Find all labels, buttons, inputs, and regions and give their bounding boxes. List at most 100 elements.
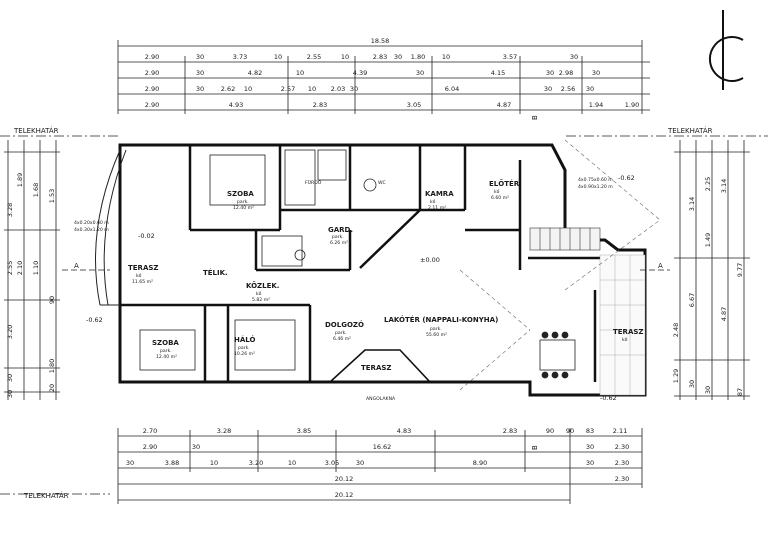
- room-area: 6.26 m²: [330, 240, 348, 246]
- dim-label: 8.90: [473, 459, 487, 467]
- dim-label: 1.80: [48, 359, 56, 373]
- room-area: 12.40 m²: [233, 205, 254, 211]
- section-b-top: B: [531, 115, 539, 120]
- bottom-dim-row-4: 20.12 2.30: [335, 475, 630, 483]
- right-dimension-lines: [674, 140, 750, 400]
- dim-label: 2.57: [281, 85, 295, 93]
- right-terrace-tiles: [599, 254, 646, 396]
- dim-label: 4.39: [353, 69, 367, 77]
- dim-label: 30: [570, 53, 578, 61]
- dim-label: 2.90: [143, 443, 157, 451]
- dim-label: 2.83: [373, 53, 387, 61]
- dim-label: 20.12: [335, 491, 354, 499]
- top-dimension-lines: [117, 40, 650, 114]
- dim-label: 3.20: [249, 459, 263, 467]
- dim-label: 10: [308, 85, 316, 93]
- room-area: 11.65 m²: [132, 279, 153, 285]
- left-dim-labels: 1.53 1.68 1.89 3.28 2.55 1.10 2.10 90 3.…: [6, 173, 56, 398]
- dim-label: 2.30: [615, 459, 629, 467]
- dim-label: 30: [6, 374, 14, 382]
- dim-label: 87: [736, 388, 744, 396]
- boundary-label-left: TELEKHATÁR: [13, 126, 59, 135]
- dim-label: 10: [341, 53, 349, 61]
- dim-label: 1.53: [48, 189, 56, 203]
- dim-label: 10: [210, 459, 218, 467]
- room-area: 5.82 m²: [252, 297, 270, 303]
- dim-label: 10: [288, 459, 296, 467]
- level-zero: ±0.00: [420, 256, 440, 264]
- bottom-dim-row-1: 2.70 3.28 3.85 4.83 2.83 90 90 83 2.11: [143, 427, 627, 435]
- dim-label: 2.30: [615, 475, 629, 483]
- property-boundary-lines: [0, 135, 768, 495]
- dim-label: 2.83: [313, 101, 327, 109]
- dim-label: 3.14: [720, 179, 728, 193]
- dim-label: 4.87: [720, 307, 728, 321]
- section-a-left: A: [74, 262, 79, 270]
- dim-label: 3.05: [325, 459, 339, 467]
- dim-label: 1.68: [32, 183, 40, 197]
- boundary-label-bottom: TELEKHATÁR: [23, 491, 69, 500]
- window-note: 4x0.30x1.20 m: [74, 227, 109, 233]
- dim-label: 30: [196, 69, 204, 77]
- top-overall-dim: 18.58: [371, 37, 390, 45]
- dim-label: 83: [586, 427, 594, 435]
- room-name-eloter: ELŐTÉR: [489, 179, 520, 188]
- dim-label: 3.88: [165, 459, 179, 467]
- dim-label: 30: [350, 85, 358, 93]
- section-markers: A A B B: [62, 115, 670, 450]
- bottom-dim-row-2: 2.90 30 16.62 30 2.30: [143, 443, 629, 451]
- dim-label: 30: [704, 386, 712, 394]
- window-note: 4x0.20x0.60 m: [74, 220, 109, 226]
- bathroom-fixtures: [261, 149, 377, 267]
- dim-label: 1.10: [32, 261, 40, 275]
- room-floor: park.: [332, 234, 344, 240]
- dim-label: 2.55: [307, 53, 321, 61]
- dim-label: 1.49: [704, 233, 712, 247]
- dim-label: 2.03: [331, 85, 345, 93]
- dim-label: 3.05: [407, 101, 421, 109]
- dim-label: 3.14: [688, 197, 696, 211]
- section-b-bottom: B: [531, 445, 539, 450]
- boundary-label-right: TELEKHATÁR: [667, 126, 713, 135]
- staircase: [529, 227, 601, 251]
- room-name-szoba-upper: SZOBA: [227, 190, 254, 198]
- dim-label: 30: [688, 380, 696, 388]
- dim-label: 6.67: [688, 293, 696, 307]
- dim-label: 30: [586, 459, 594, 467]
- dim-label: 3.57: [503, 53, 517, 61]
- dim-label: 30: [126, 459, 134, 467]
- dim-label: 30: [356, 459, 364, 467]
- level-notes: 4x0.20x0.60 m 4x0.30x1.20 m 4x0.75x0.60 …: [74, 174, 635, 402]
- room-floor: kő: [256, 291, 262, 297]
- room-area: 2.11 m²: [428, 205, 446, 211]
- room-floor: kő: [430, 199, 436, 205]
- dim-label: 2.90: [145, 85, 159, 93]
- dim-label: 3.28: [6, 203, 14, 217]
- dim-label: 2.90: [145, 69, 159, 77]
- dim-label: 2.98: [559, 69, 573, 77]
- dim-label: 2.70: [143, 427, 157, 435]
- north-arrow-icon: [708, 10, 744, 90]
- room-floor: park.: [237, 199, 249, 205]
- dim-label: 2.90: [145, 53, 159, 61]
- room-name-halo: HÁLÓ: [234, 335, 255, 344]
- middle-terrace-outline: [329, 349, 431, 383]
- room-area: 6.60 m²: [491, 195, 509, 201]
- room-name-lakoter: LAKÓTÉR (NAPPALI-KONYHA): [384, 315, 498, 324]
- window-note: 4x0.90x1.20 m: [578, 184, 613, 190]
- room-floor: park.: [238, 345, 250, 351]
- dim-label: 6.04: [445, 85, 459, 93]
- dim-label: 30: [192, 443, 200, 451]
- room-name-kozlek: KÖZLEK.: [246, 281, 279, 290]
- dim-label: 90: [546, 427, 554, 435]
- dim-label: 2.62: [221, 85, 235, 93]
- dim-label: 30: [196, 85, 204, 93]
- dim-label: 2.10: [16, 261, 24, 275]
- dim-label: 10: [442, 53, 450, 61]
- bottom-dim-row-3: 30 3.88 10 3.20 10 3.05 30 8.90 30 2.30: [126, 459, 629, 467]
- dim-label: 1.80: [411, 53, 425, 61]
- window-note: 4x0.75x0.60 m: [578, 177, 613, 183]
- building-walls: [118, 143, 647, 397]
- room-name-szoba-lower: SZOBA: [152, 339, 179, 347]
